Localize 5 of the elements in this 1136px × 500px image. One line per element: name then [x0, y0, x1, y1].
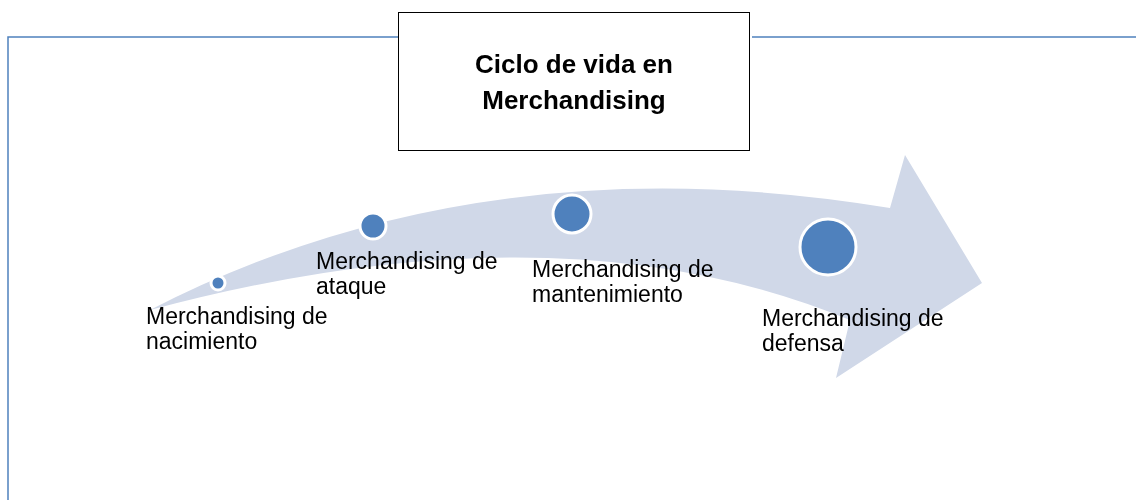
stage-label: Merchandising de mantenimiento — [532, 257, 715, 307]
stage-label: Merchandising de defensa — [762, 306, 945, 356]
stage-label: Merchandising de nacimiento — [146, 304, 329, 354]
title-box: Ciclo de vida en Merchandising — [398, 12, 750, 151]
stage-label: Merchandising de ataque — [316, 249, 499, 299]
